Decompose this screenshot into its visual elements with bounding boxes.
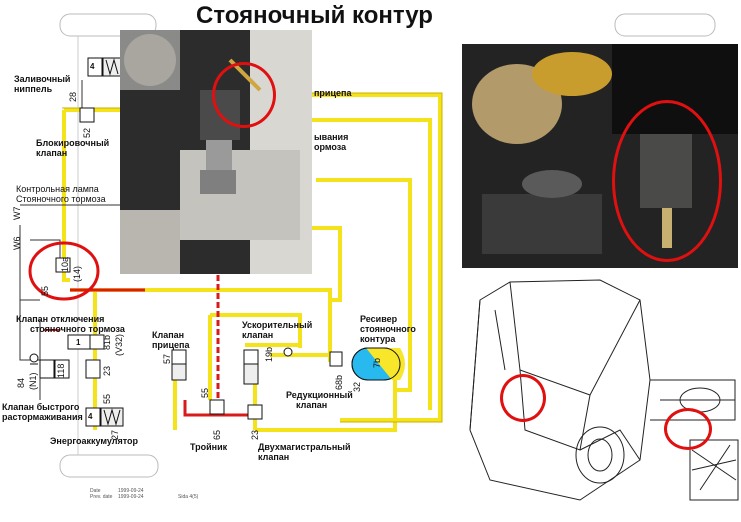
highlight-circle-chassis — [664, 408, 712, 450]
label-lamp-2: Стояночного тормоза — [16, 194, 106, 204]
code-v32: (V32) — [114, 333, 124, 356]
code-23-left: 23 — [102, 365, 112, 376]
label-receiver-1: Ресивер — [360, 314, 398, 324]
label-tee: Тройник — [190, 442, 228, 452]
label-trailer-valve-1: Клапан — [152, 330, 185, 340]
code-14: (14) — [72, 265, 82, 282]
code-65: 65 — [212, 429, 222, 440]
footer-page: Sida 4(5) — [178, 494, 199, 500]
label-quick-release-2: растормаживания — [2, 412, 83, 422]
label-receiver-3: контура — [360, 334, 396, 344]
highlight-circle-valve — [612, 100, 722, 262]
label-accel-valve-1: Ускорительный — [242, 320, 313, 330]
label-quick-release-1: Клапан быстрого — [2, 402, 80, 412]
label-trailer-valve-2: прицепа — [152, 340, 190, 350]
code-27: 27 — [110, 429, 120, 440]
code-10a: 10a — [60, 256, 70, 272]
label-receiver-2: стояночного — [360, 324, 416, 334]
label-fill-nipple-1: Заливочный — [14, 74, 71, 84]
label-accel-valve-2: клапан — [242, 330, 274, 340]
label-disconnect-1: Клапан отключения — [16, 314, 105, 324]
label-lock-valve-1: Блокировочный — [36, 138, 110, 148]
label-lamp-1: Контрольная лампа — [16, 184, 99, 194]
code-23-bot: 23 — [250, 429, 260, 440]
code-28: 28 — [68, 91, 78, 102]
code-55-mid: 55 — [200, 387, 210, 398]
code-68b: 68b — [334, 374, 344, 390]
label-double-line-1: Двухмагистральный — [258, 442, 351, 452]
label-fill-nipple-2: ниппель — [14, 84, 53, 94]
label-brake-frag-1: ывания — [314, 132, 349, 142]
label-trailer-top: прицепа — [314, 88, 352, 98]
highlight-circle-photo — [212, 62, 276, 128]
label-spring-acc: Энергоаккумулятор — [50, 436, 139, 446]
receiver-tank — [351, 347, 405, 381]
code-19b: 19b — [264, 346, 274, 362]
code-52: 52 — [82, 127, 92, 138]
label-reduction-valve-1: Редукционный — [286, 390, 353, 400]
label-reduction-valve-2: клапан — [296, 400, 328, 410]
label-double-line-2: клапан — [258, 452, 290, 462]
footer-date-label: Date — [90, 488, 101, 494]
code-32: 32 — [352, 381, 362, 392]
code-57: 57 — [162, 353, 172, 364]
footer-prev-label: Prev. date — [90, 494, 113, 500]
code-w7: W7 — [12, 206, 22, 221]
footer-date-value: 1999-09-24 — [118, 488, 144, 494]
code-w6: W6 — [12, 236, 22, 251]
code-n1: (N1) — [28, 372, 38, 391]
page-title: Стояночный контур — [196, 2, 433, 29]
code-4-bot: 4 — [88, 412, 93, 421]
code-4-top: 4 — [90, 62, 95, 71]
label-lock-valve-2: клапан — [36, 148, 68, 158]
valve-closeup-photo — [120, 30, 312, 274]
code-1: 1 — [76, 338, 81, 347]
code-55-bot: 55 — [102, 393, 112, 404]
code-81b: 81b — [102, 334, 112, 350]
code-84: 84 — [16, 377, 26, 388]
code-55-left: 55 — [40, 285, 50, 296]
code-7b: 7b — [372, 357, 382, 368]
label-brake-frag-2: ормоза — [314, 142, 347, 152]
footer-prev-value: 1999-09-24 — [118, 494, 144, 500]
highlight-circle-lamp — [28, 241, 100, 301]
highlight-circle-cab — [500, 374, 546, 422]
label-disconnect-2: стояночного тормоза — [30, 324, 125, 334]
code-118: 118 — [56, 363, 66, 378]
